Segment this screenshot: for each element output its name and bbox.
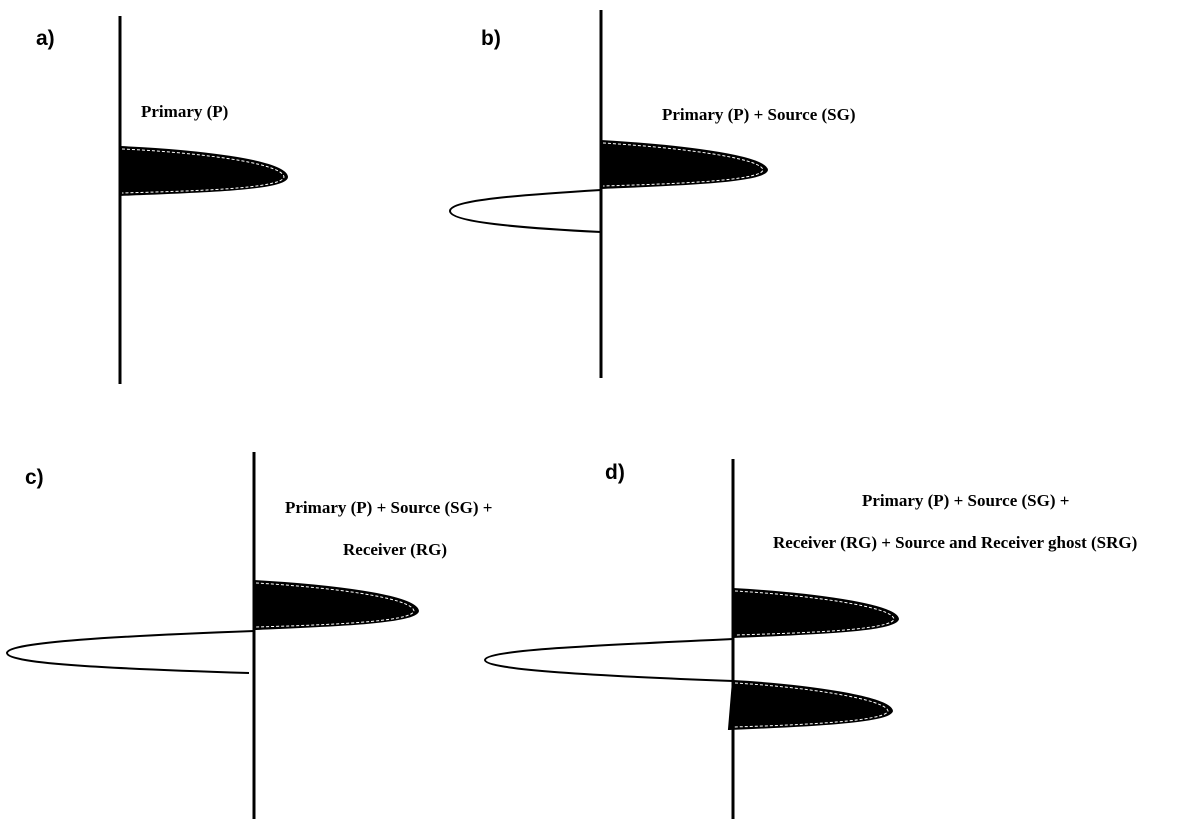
panel-a-trace — [118, 16, 289, 384]
panel-d-srg-lobe — [727, 679, 894, 731]
panel-d-caption-line-2: Receiver (RG) + Source and Receiver ghos… — [773, 533, 1138, 552]
panel-c-ghost-lobe — [5, 630, 255, 674]
panel-b-primary-lobe — [600, 139, 769, 190]
panel-c-primary-lobe — [253, 579, 420, 631]
panel-a-primary-lobe — [119, 145, 289, 197]
panel-d-label: d) — [605, 461, 625, 484]
panel-d-caption-line-1: Primary (P) + Source (SG) + — [862, 491, 1070, 510]
panel-b-source-ghost-lobe — [448, 189, 602, 233]
panel-c-label: c) — [25, 466, 44, 489]
panel-c-trace — [5, 452, 420, 819]
panel-d-ghost-lobe — [483, 638, 734, 682]
panel-c-caption-line-2: Receiver (RG) — [343, 540, 447, 559]
panel-b-label: b) — [481, 27, 501, 50]
panel-c-caption-line-1: Primary (P) + Source (SG) + — [285, 498, 493, 517]
panel-d-trace — [483, 459, 900, 819]
panel-b-trace — [448, 10, 769, 378]
panel-b-caption: Primary (P) + Source (SG) — [662, 105, 856, 124]
panel-a-label: a) — [36, 27, 55, 50]
panel-a-caption: Primary (P) — [141, 102, 229, 121]
panel-d-primary-lobe — [732, 587, 900, 639]
